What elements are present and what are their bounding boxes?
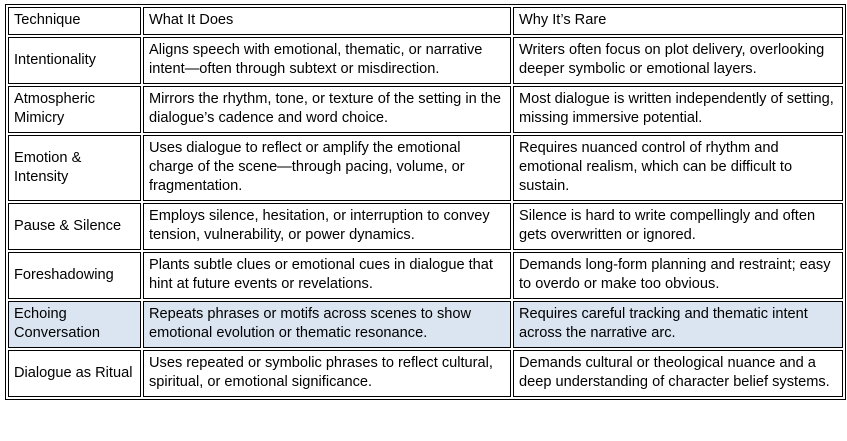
column-header-why-its-rare: Why It’s Rare [513,7,843,35]
table-header: Technique What It Does Why It’s Rare [8,7,843,35]
cell-technique: Atmospheric Mimicry [8,86,141,133]
cell-why-its-rare: Demands cultural or theological nuance a… [513,350,843,397]
cell-what-it-does: Mirrors the rhythm, tone, or texture of … [143,86,511,133]
cell-why-its-rare: Requires nuanced control of rhythm and e… [513,135,843,201]
cell-what-it-does: Repeats phrases or motifs across scenes … [143,301,511,348]
cell-technique: Pause & Silence [8,203,141,250]
cell-technique: Emotion & Intensity [8,135,141,201]
cell-why-its-rare: Writers often focus on plot delivery, ov… [513,37,843,84]
cell-why-its-rare: Requires careful tracking and thematic i… [513,301,843,348]
column-header-what-it-does: What It Does [143,7,511,35]
cell-why-its-rare: Demands long-form planning and restraint… [513,252,843,299]
cell-technique: Echoing Conversation [8,301,141,348]
cell-technique: Dialogue as Ritual [8,350,141,397]
cell-technique: Intentionality [8,37,141,84]
dialogue-techniques-table: Technique What It Does Why It’s Rare Int… [5,4,846,400]
cell-what-it-does: Uses repeated or symbolic phrases to ref… [143,350,511,397]
cell-why-its-rare: Silence is hard to write compellingly an… [513,203,843,250]
cell-why-its-rare: Most dialogue is written independently o… [513,86,843,133]
cell-what-it-does: Uses dialogue to reflect or amplify the … [143,135,511,201]
cell-what-it-does: Plants subtle clues or emotional cues in… [143,252,511,299]
table-header-row: Technique What It Does Why It’s Rare [8,7,843,35]
cell-technique: Foreshadowing [8,252,141,299]
cell-what-it-does: Aligns speech with emotional, thematic, … [143,37,511,84]
column-header-technique: Technique [8,7,141,35]
cell-what-it-does: Employs silence, hesitation, or interrup… [143,203,511,250]
